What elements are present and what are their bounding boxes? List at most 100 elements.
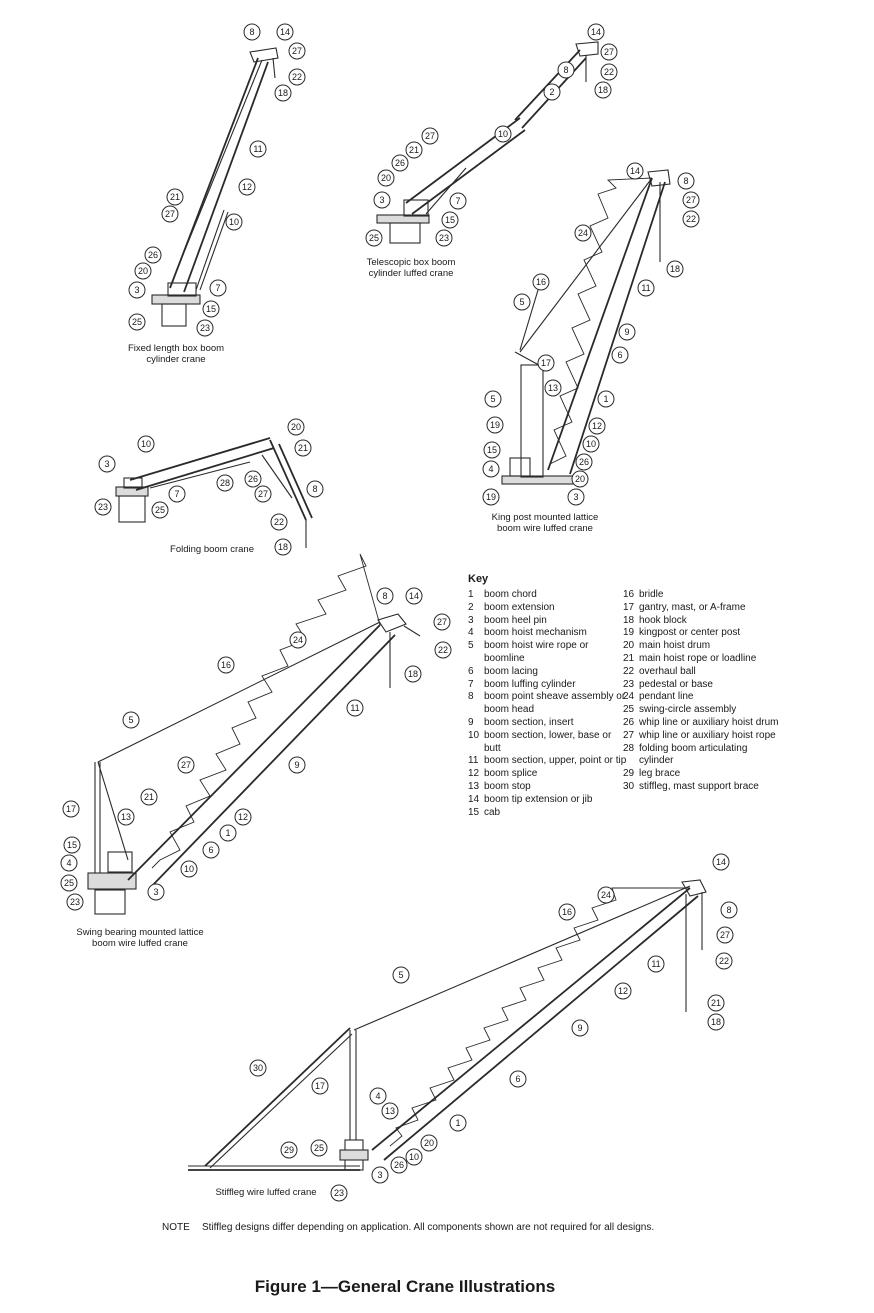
callout xyxy=(310,1139,328,1157)
key-item-text: pedestal or base xyxy=(639,678,713,690)
callout-number: 12 xyxy=(592,421,602,431)
callout xyxy=(137,435,155,453)
callout-number: 1 xyxy=(225,828,230,838)
callout-number: 8 xyxy=(563,65,568,75)
callout xyxy=(346,699,364,717)
stiffleg-crane xyxy=(188,879,707,1171)
callout-number: 22 xyxy=(604,67,614,77)
callout-number: 15 xyxy=(445,215,455,225)
callout-number: 27 xyxy=(437,617,447,627)
callout-number: 9 xyxy=(624,327,629,337)
callout-number: 18 xyxy=(278,542,288,552)
key-item-number: 15 xyxy=(468,806,480,818)
key-item-number: 17 xyxy=(623,601,635,613)
key-item-number: 19 xyxy=(623,627,635,639)
callout-number: 21 xyxy=(298,443,308,453)
callout-number: 26 xyxy=(148,250,158,260)
callout xyxy=(168,485,186,503)
callout-number: 7 xyxy=(455,196,460,206)
note-text: Stiffleg designs differ depending on app… xyxy=(202,1222,655,1233)
callout xyxy=(244,470,262,488)
callout xyxy=(707,994,725,1012)
callout xyxy=(532,273,550,291)
callout-number: 20 xyxy=(138,266,148,276)
captions: Fixed length box boom cylinder crane Tel… xyxy=(76,257,598,1198)
callout xyxy=(196,319,214,337)
key-item-text: boom section, lower, base or butt xyxy=(484,729,612,754)
callout xyxy=(611,346,629,364)
key-item-number: 12 xyxy=(468,768,480,780)
callout xyxy=(420,1134,438,1152)
callout-number: 20 xyxy=(575,474,585,484)
key-item-number: 11 xyxy=(468,755,479,767)
callout-number: 30 xyxy=(253,1063,263,1073)
callout xyxy=(544,379,562,397)
callout xyxy=(391,154,409,172)
callout-number: 27 xyxy=(720,930,730,940)
key-item-text: boom point sheave assembly or boom head xyxy=(484,691,626,716)
callout xyxy=(600,63,618,81)
callout-number: 16 xyxy=(536,277,546,287)
callout-number: 6 xyxy=(617,350,622,360)
callout-number: 18 xyxy=(408,669,418,679)
caption-line: Stiffleg wire luffed crane xyxy=(215,1187,316,1198)
caption-line: cylinder crane xyxy=(146,354,205,365)
callout-number: 5 xyxy=(128,715,133,725)
callout xyxy=(571,1019,589,1037)
callout xyxy=(571,470,589,488)
callout-number: 8 xyxy=(726,905,731,915)
callout xyxy=(147,883,165,901)
callout-number: 16 xyxy=(562,907,572,917)
callout xyxy=(390,1156,408,1174)
callout-number: 4 xyxy=(66,858,71,868)
callout xyxy=(63,836,81,854)
callout xyxy=(587,23,605,41)
callout xyxy=(66,893,84,911)
key-item-text: overhaul ball xyxy=(639,665,696,677)
key-item-text: boom hoist mechanism xyxy=(484,627,587,639)
callout xyxy=(486,416,504,434)
callout-number: 27 xyxy=(686,195,696,205)
callout xyxy=(365,229,383,247)
callout-number: 7 xyxy=(174,489,179,499)
callout-number: 14 xyxy=(409,591,419,601)
callout xyxy=(482,460,500,478)
callouts-folding: 10 20 21 3 28 8 7 26 27 25 23 22 18 xyxy=(94,418,324,556)
callout xyxy=(140,788,158,806)
caption-line: Telescopic box boom xyxy=(367,257,456,268)
key-item-text: hook block xyxy=(639,614,687,626)
callout-number: 11 xyxy=(641,283,650,293)
callout-number: 27 xyxy=(604,47,614,57)
callout-number: 23 xyxy=(98,502,108,512)
callout-number: 8 xyxy=(683,176,688,186)
callout xyxy=(274,538,292,556)
key-item-text: boom section, insert xyxy=(484,716,574,728)
callout-number: 25 xyxy=(155,505,165,515)
callout-number: 11 xyxy=(651,959,660,969)
callout-number: 3 xyxy=(377,1170,382,1180)
callout-number: 18 xyxy=(711,1017,721,1027)
callout-number: 9 xyxy=(577,1023,582,1033)
callout xyxy=(216,474,234,492)
note-label: NOTE xyxy=(162,1222,190,1233)
callout xyxy=(434,641,452,659)
callout xyxy=(483,441,501,459)
callout xyxy=(582,435,600,453)
callout-number: 8 xyxy=(249,27,254,37)
callout xyxy=(537,354,555,372)
callout-number: 26 xyxy=(579,457,589,467)
figure-title: Figure 1—General Crane Illustrations xyxy=(254,1277,556,1296)
callout xyxy=(381,1102,399,1120)
